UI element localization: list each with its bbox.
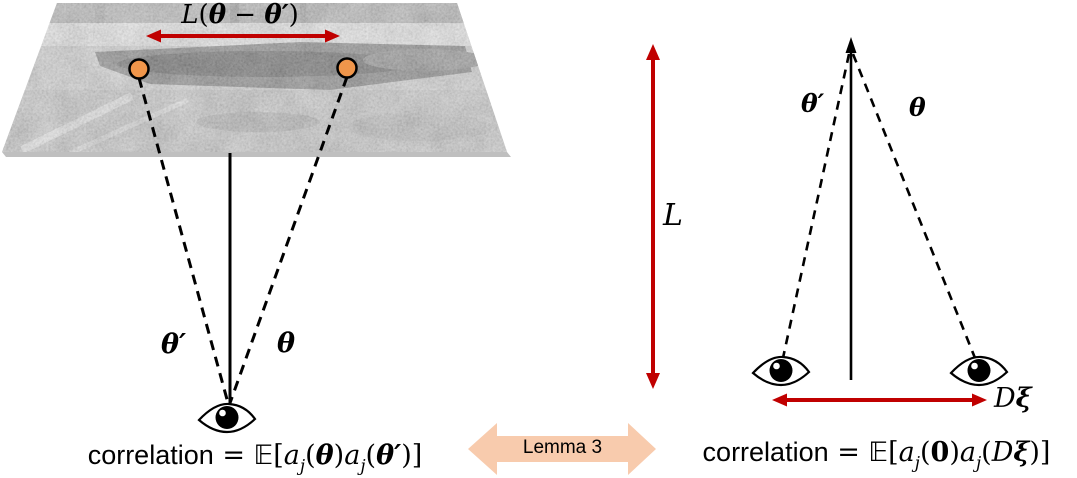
image-point-left	[128, 58, 150, 80]
separation-label: L(θ − θ′)	[181, 0, 299, 30]
image-plane-photo	[2, 3, 511, 157]
left-theta-prime-label: θ′	[161, 329, 187, 360]
distance-arrow	[646, 44, 660, 389]
left-view-rays	[128, 57, 358, 404]
right-left-eye-icon	[751, 355, 811, 387]
image-plane-edge	[2, 152, 511, 157]
right-correlation-formula: correlation = 𝔼[aj(0)aj(Dξ)]	[702, 437, 1051, 473]
distance-label: L	[663, 198, 683, 233]
image-point-right	[336, 57, 358, 79]
left-correlation-formula: correlation = 𝔼[aj(θ)aj(θ′)]	[87, 440, 423, 476]
lemma-label: Lemma 3	[522, 437, 603, 458]
baseline-arrow	[772, 393, 987, 407]
right-theta-label: θ	[909, 93, 926, 122]
right-theta-prime-label: θ′	[801, 89, 825, 118]
left-eye-icon	[197, 402, 257, 434]
right-view-rays	[781, 37, 977, 380]
separation-arrow	[146, 29, 340, 43]
lemma-block-arrow	[468, 423, 656, 475]
baseline-label: Dξ	[994, 383, 1032, 414]
left-theta-label: θ	[277, 328, 296, 359]
right-right-eye-icon	[949, 355, 1009, 387]
